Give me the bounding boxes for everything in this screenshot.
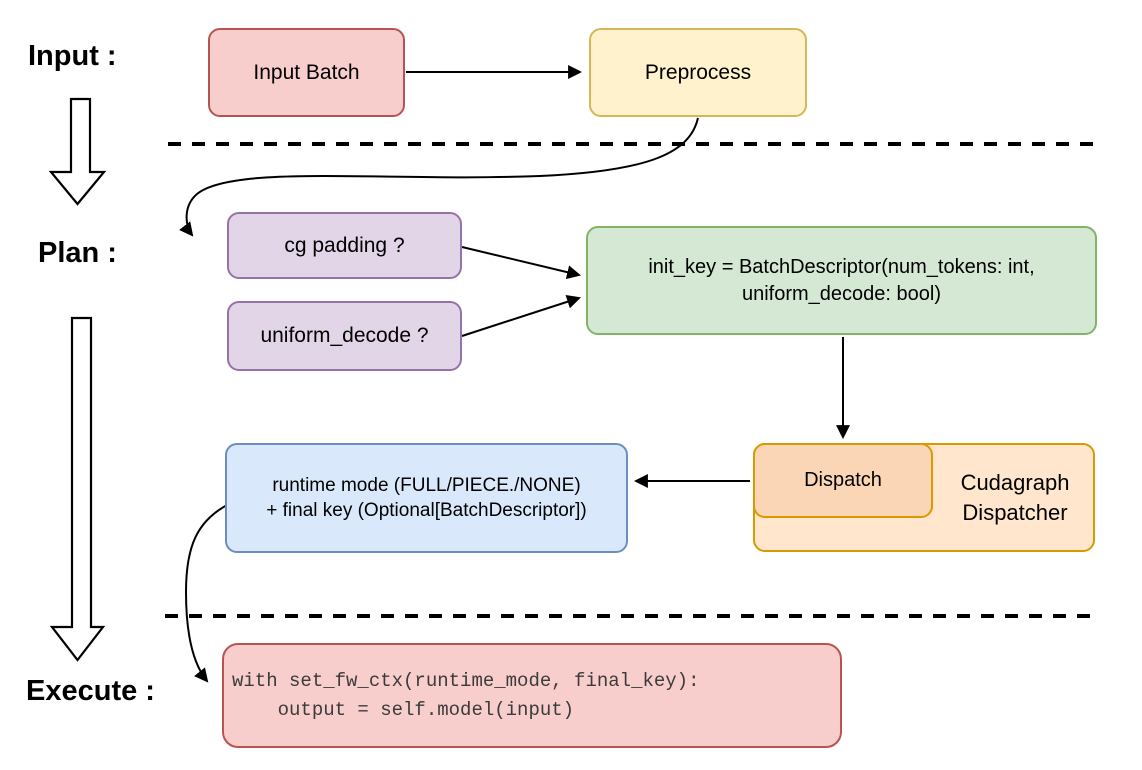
node-cudagraph-dispatcher-line1: Cudagraph xyxy=(960,469,1070,495)
node-init-key-line1: init_key = BatchDescriptor(num_tokens: i… xyxy=(648,256,1035,279)
node-cudagraph-dispatcher-line2: Dispatcher xyxy=(962,499,1068,525)
stage-label-plan: Plan : xyxy=(38,237,117,269)
node-execute-code-line1: with set_fw_ctx(runtime_mode, final_key)… xyxy=(232,670,700,692)
node-uniform-decode: uniform_decode ? xyxy=(227,301,462,371)
node-preprocess-label: Preprocess xyxy=(644,60,752,84)
arrow-preprocess-to-cgpadding xyxy=(179,117,699,237)
stage-arrow-input-icon xyxy=(48,97,107,206)
node-cudagraph-dispatcher-label: Cudagraph Dispatcher xyxy=(937,445,1093,550)
stage-label-input: Input : xyxy=(28,40,117,72)
node-input-batch: Input Batch xyxy=(208,28,405,117)
node-input-batch-label: Input Batch xyxy=(253,60,360,84)
arrow-uniformdecode-to-initkey xyxy=(461,295,581,337)
node-cg-padding: cg padding ? xyxy=(227,212,462,279)
node-uniform-decode-label: uniform_decode ? xyxy=(260,324,429,348)
node-cg-padding-label: cg padding ? xyxy=(284,233,405,257)
arrow-cgpadding-to-initkey xyxy=(461,246,582,280)
arrow-runtimemode-to-execute xyxy=(184,502,232,683)
node-runtime-mode: runtime mode (FULL/PIECE./NONE) + final … xyxy=(225,443,628,553)
stage-arrow-plan-icon xyxy=(49,316,106,662)
node-init-key-line2: uniform_decode: bool) xyxy=(741,282,941,305)
node-dispatch: Dispatch xyxy=(753,443,933,518)
node-dispatch-label: Dispatch xyxy=(804,469,882,492)
node-execute-code-line2: output = self.model(input) xyxy=(232,698,575,721)
node-preprocess: Preprocess xyxy=(589,28,807,117)
stage-label-execute: Execute : xyxy=(26,675,155,707)
node-execute-code: with set_fw_ctx(runtime_mode, final_key)… xyxy=(222,643,842,748)
node-init-key: init_key = BatchDescriptor(num_tokens: i… xyxy=(586,226,1097,335)
node-runtime-mode-line1: runtime mode (FULL/PIECE./NONE) xyxy=(272,474,581,496)
node-runtime-mode-line2: + final key (Optional[BatchDescriptor]) xyxy=(266,500,587,521)
